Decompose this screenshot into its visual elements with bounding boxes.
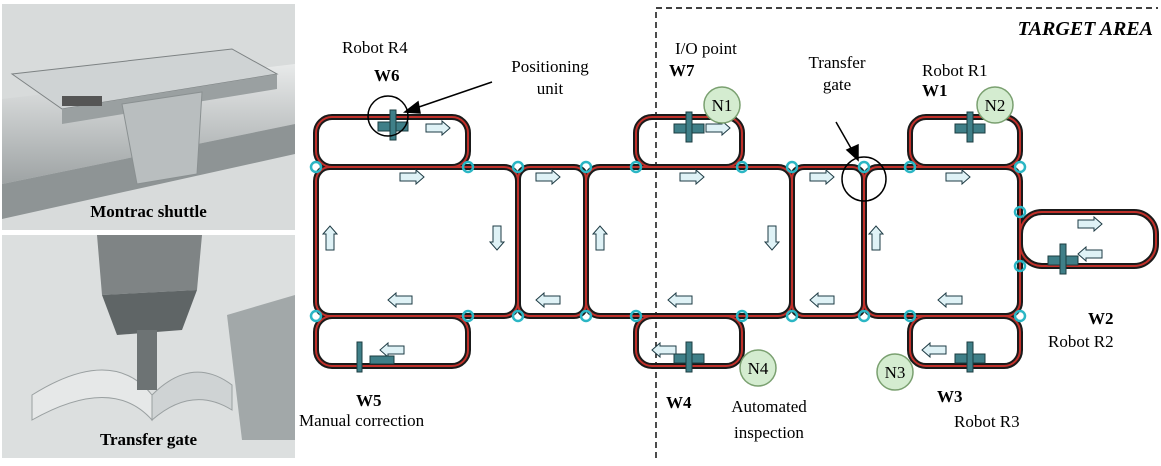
node-n2: N2 [985, 96, 1006, 115]
transfer-gate-label-line1: Transfer [808, 53, 866, 72]
transfer-gate-illustration [2, 235, 295, 458]
manual-correction-label: Manual correction [299, 411, 425, 430]
network-nodes [703, 86, 1014, 391]
w4-label: W4 [666, 393, 692, 412]
conveyor-layout-diagram: N1 N2 N3 N4 [298, 0, 1161, 466]
automated-inspection-label-line2: inspection [734, 423, 804, 442]
montrac-shuttle-photo: Montrac shuttle [2, 4, 295, 230]
robot-r1-label: Robot R1 [922, 61, 988, 80]
conveyor-tracks [313, 114, 1159, 369]
junction-markers [309, 160, 1027, 323]
io-point-label: I/O point [675, 39, 737, 58]
pointer-arrows [402, 81, 859, 162]
w5-label: W5 [356, 391, 382, 410]
node-n3: N3 [885, 363, 906, 382]
node-n4: N4 [748, 359, 769, 378]
transfer-gate-label-line2: gate [822, 75, 852, 94]
shuttle-illustration [2, 4, 295, 230]
positioning-unit-label-line2: unit [536, 79, 564, 98]
automated-inspection-label-line1: Automated [731, 397, 807, 416]
w6-label: W6 [374, 66, 400, 85]
positioning-unit-highlight [367, 95, 409, 137]
w1-label: W1 [922, 81, 948, 100]
robot-r3-label: Robot R3 [954, 412, 1020, 431]
montrac-shuttle-caption: Montrac shuttle [90, 202, 207, 221]
w3-label: W3 [937, 387, 963, 406]
node-n1: N1 [712, 96, 733, 115]
robot-r2-label: Robot R2 [1048, 332, 1114, 351]
workstation-markers [356, 109, 1079, 373]
transfer-gate-photo: Transfer gate [2, 235, 295, 458]
target-area-label: TARGET AREA [1017, 18, 1153, 40]
transfer-gate-caption: Transfer gate [99, 430, 198, 449]
transfer-gate-highlight [841, 156, 887, 202]
positioning-unit-label-line1: Positioning [511, 57, 589, 76]
flow-arrows [322, 120, 1103, 358]
robot-r4-label: Robot R4 [342, 38, 408, 57]
w2-label: W2 [1088, 309, 1114, 328]
w7-label: W7 [669, 61, 695, 80]
